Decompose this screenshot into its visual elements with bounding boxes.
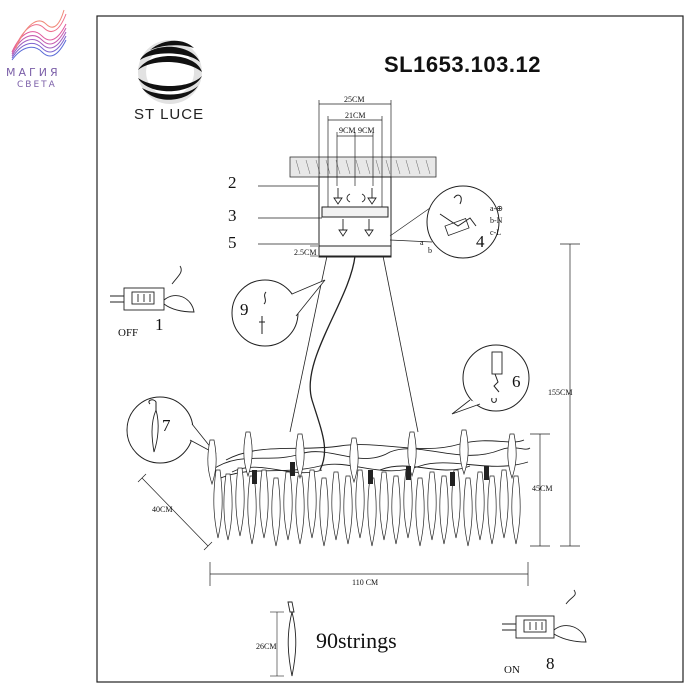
step-2-label: 2: [228, 173, 237, 192]
single-pendant: [270, 601, 297, 677]
mounting-plate: [321, 206, 389, 218]
screws: [333, 188, 377, 205]
wire-c-label: c-L: [490, 228, 502, 237]
step-4-label: 4: [476, 232, 485, 251]
dim-body-depth: 40CM: [152, 505, 173, 514]
strings-count: 90strings: [316, 628, 397, 653]
dim-canopy-width: 25CM: [344, 95, 365, 104]
model-number: SL1653.103.12: [384, 52, 541, 77]
step-8-label: 8: [546, 654, 555, 673]
switch-on-label: ON: [504, 664, 520, 676]
step-9-label: 9: [240, 300, 249, 319]
dim-body-width: 110 CM: [352, 578, 379, 587]
part-leaders: [258, 185, 322, 245]
bulb-callout: [451, 344, 530, 415]
dim-hole-left: 9CM: [339, 126, 356, 135]
st-luce-logo-text: ST LUCE: [134, 106, 205, 123]
dim-hole-right: 9CM: [358, 126, 375, 135]
wire-b-label: b-N: [490, 216, 503, 225]
st-luce-swirl-logo: [137, 40, 202, 104]
switch-on-illustration: [502, 589, 587, 643]
switch-off-illustration: [110, 265, 195, 313]
wire-b-marker: b: [428, 246, 432, 255]
plate-screws: [338, 219, 374, 237]
magia-sveta-logo: [11, 9, 67, 61]
wire-a-label: a-⊕: [490, 204, 503, 213]
sheet-border: [96, 15, 684, 683]
switch-off-label: OFF: [118, 327, 139, 339]
crystal-drops: [207, 429, 521, 547]
step-3-label: 3: [228, 206, 237, 225]
magia-logo-line1: МАГИЯ: [6, 66, 61, 79]
hook-callout: [231, 279, 326, 347]
step-7-label: 7: [162, 416, 171, 435]
crystal-callout: [126, 396, 217, 464]
top-dimensions: [318, 100, 392, 207]
bulb-sockets: [252, 462, 489, 486]
dim-bracket-width: 21CM: [345, 111, 366, 120]
magia-logo-line2: СВЕТА: [17, 80, 57, 90]
body-dimensions: [137, 243, 580, 586]
dim-body-height: 45CM: [532, 484, 553, 493]
step-1-label: 1: [155, 315, 164, 334]
wiring-callout: [389, 185, 500, 259]
dim-total-height: 155CM: [548, 388, 573, 397]
wire-a-marker: a: [420, 238, 424, 247]
canopy-depth-dim: [310, 245, 318, 257]
dim-pendant-length: 26CM: [256, 642, 277, 651]
canopy: [318, 245, 392, 257]
dim-canopy-depth: 2.5CM: [294, 248, 317, 257]
step-5-label: 5: [228, 233, 237, 252]
step-6-label: 6: [512, 372, 521, 391]
ceiling-slab: [289, 156, 437, 178]
